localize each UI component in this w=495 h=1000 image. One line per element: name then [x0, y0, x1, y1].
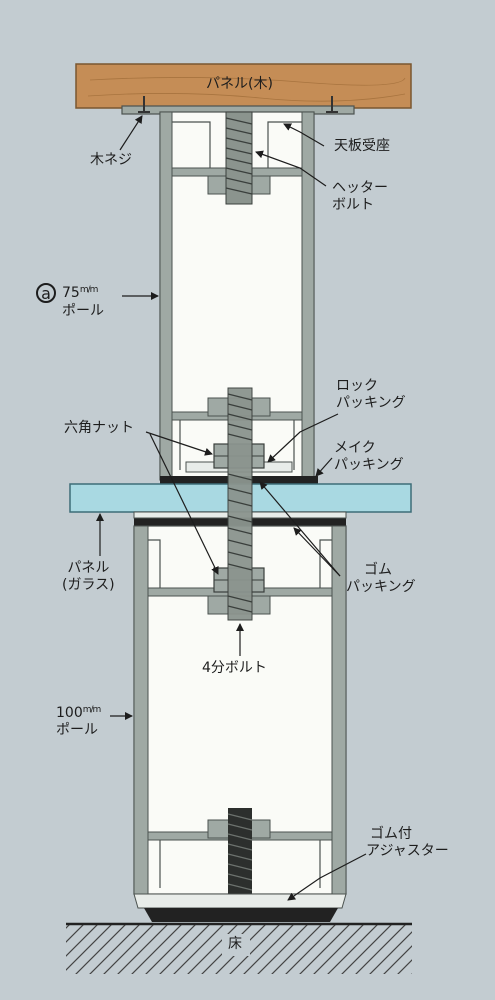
label-pole-75-word: ポール — [62, 303, 104, 319]
label-floor: 床 — [228, 936, 242, 952]
label-pole-75-line1: a 75m/m — [36, 282, 104, 303]
label-lock-packing: ロック パッキング — [336, 378, 406, 412]
label-rubber-packing: ゴム パッキング — [346, 562, 416, 596]
label-header-bolt-line2: ボルト — [332, 197, 374, 213]
label-lock-packing-line1: ロック — [336, 378, 378, 394]
wood-panel — [75, 63, 412, 109]
floor — [66, 922, 412, 974]
label-rubber-adjuster-line2: アジャスター — [366, 843, 449, 859]
label-pole-75-num: 75 — [62, 285, 80, 301]
label-glass-panel-line2: (ガラス) — [62, 577, 115, 593]
label-pole-100-unit: m/m — [82, 705, 102, 715]
label-make-packing-line1: メイク — [334, 440, 376, 456]
label-pole-100-line1: 100m/m — [56, 702, 102, 722]
label-wood-panel: パネル(木) — [206, 76, 273, 92]
label-make-packing: メイク パッキング — [334, 440, 404, 474]
label-rubber-adjuster: ゴム付 アジャスター — [366, 826, 449, 860]
label-pole-100-num: 100 — [56, 705, 83, 721]
label-rubber-packing-line2: パッキング — [346, 579, 416, 595]
label-make-packing-line2: パッキング — [334, 457, 404, 473]
four-bu-bolt — [227, 387, 253, 621]
adjuster-bolt — [227, 808, 253, 896]
label-rubber-packing-line1: ゴム — [364, 562, 392, 578]
wood-screws — [138, 96, 338, 113]
label-bolt-4bu: 4分ボルト — [202, 660, 267, 676]
label-pole-75: a 75m/m ポール — [36, 282, 104, 320]
label-pole-75-unit: m/m — [79, 285, 99, 295]
label-wood-screw: 木ネジ — [90, 152, 132, 168]
header-bolt — [225, 111, 253, 205]
marker-a-icon: a — [36, 283, 56, 303]
label-header-bolt-line1: ヘッター — [332, 180, 388, 196]
label-pole-100-word: ポール — [56, 722, 98, 738]
rubber-adjuster — [133, 893, 347, 922]
leader-lines — [96, 115, 367, 901]
label-lock-packing-line2: パッキング — [336, 395, 406, 411]
label-header-bolt: ヘッター ボルト — [332, 180, 388, 214]
label-rubber-adjuster-line1: ゴム付 — [370, 826, 412, 842]
label-glass-panel-line1: パネル — [67, 560, 110, 576]
label-hex-nut: 六角ナット — [64, 420, 134, 436]
label-pole-100: 100m/m ポール — [56, 702, 102, 739]
label-glass-panel: パネル (ガラス) — [62, 560, 115, 594]
label-top-seat: 天板受座 — [334, 138, 390, 154]
